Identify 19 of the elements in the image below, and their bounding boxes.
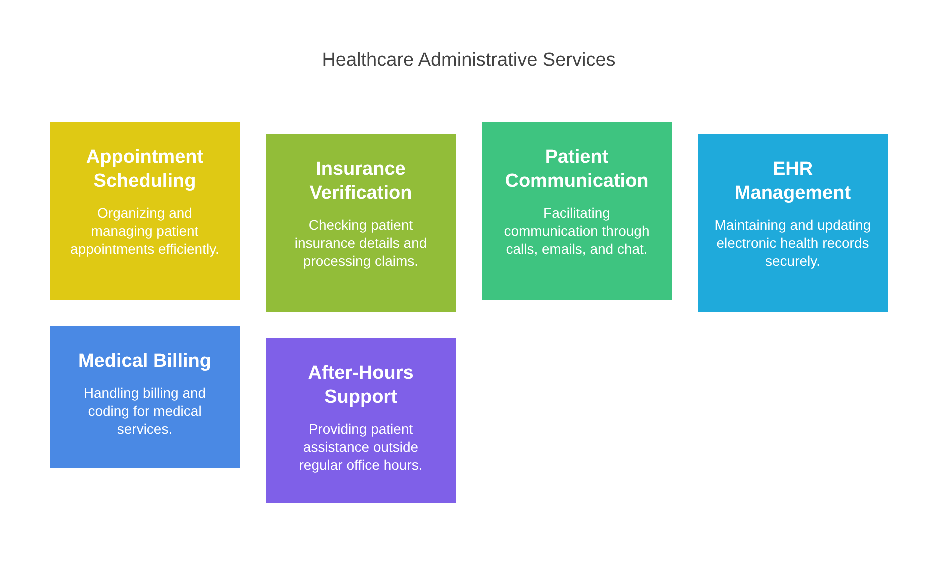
card-description: Handling billing and coding for medical services. <box>82 384 208 438</box>
service-card <box>266 338 456 503</box>
card-description: Checking patient insurance details and processing claims. <box>294 216 428 270</box>
service-card <box>698 134 888 312</box>
diagram-title: Healthcare Administrative Services <box>321 50 617 72</box>
service-card <box>50 326 240 468</box>
card-description: Providing patient assistance outside regular office hours. <box>298 420 424 474</box>
card-heading: Medical Billing <box>77 350 213 374</box>
card-heading: EHR Management <box>734 158 852 206</box>
card-heading: Appointment Scheduling <box>85 146 205 194</box>
service-card <box>482 122 672 300</box>
service-card <box>50 122 240 300</box>
card-description: Organizing and managing patient appointments efficiently. <box>70 204 220 258</box>
card-description: Facilitating communication through calls, emails, and chat. <box>503 204 651 258</box>
service-card <box>266 134 456 312</box>
card-heading: Insurance Verification <box>308 158 414 206</box>
card-heading: Patient Communication <box>504 146 650 194</box>
card-description: Maintaining and updating electronic health records securely. <box>714 216 872 270</box>
card-heading: After-Hours Support <box>307 362 415 410</box>
